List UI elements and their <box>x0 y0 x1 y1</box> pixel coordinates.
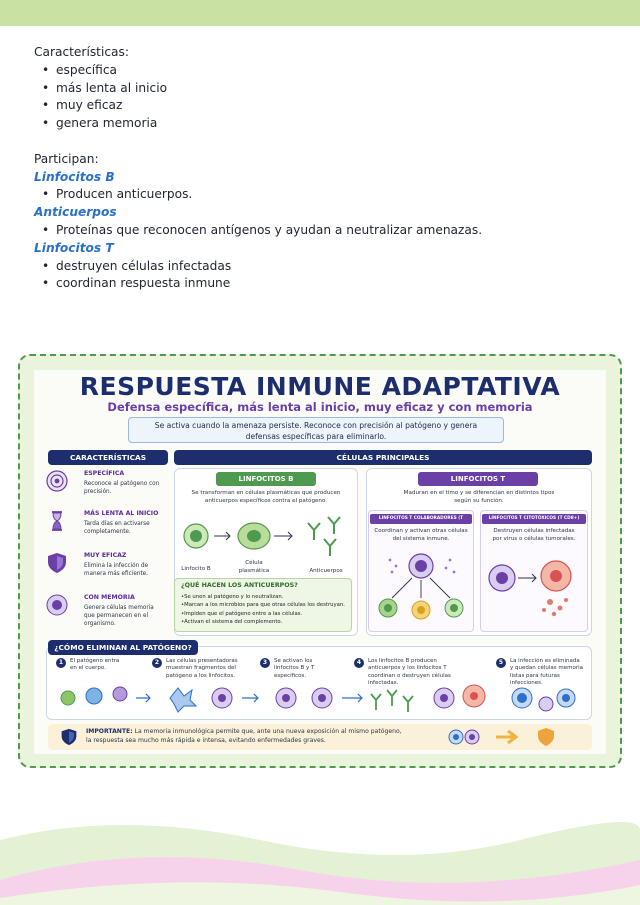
antibody-icon <box>307 516 341 556</box>
char-title: ESPECÍFICA <box>84 470 125 477</box>
characteristics-header: CARACTERÍSTICAS <box>48 450 168 465</box>
t-cytotoxic-tag: LINFOCITOS T CITOTÓXICOS (T CD8+) <box>482 514 586 524</box>
step-text: Los linfocitos B producen anticuerpos y … <box>368 658 451 687</box>
steps-illustration <box>60 684 576 713</box>
b-cells-tag: LINFOCITOS B <box>216 472 316 486</box>
char-title: MÁS LENTA AL INICIO <box>84 510 159 517</box>
top-decor-band <box>0 0 640 26</box>
t-cells-tag: LINFOCITOS T <box>418 472 538 486</box>
arrow-icon <box>242 693 259 703</box>
cell-fragments-icon <box>542 598 568 617</box>
infographic-poster: RESPUESTA INMUNE ADAPTATIVA Defensa espe… <box>34 370 606 754</box>
step-number: 5 <box>496 658 506 668</box>
arrow-icon <box>391 577 451 599</box>
intro-line: defensas específicas para eliminarlo. <box>245 432 387 441</box>
shield-icon <box>538 728 554 746</box>
antibodies-box: ¿QUÉ HACEN LOS ANTICUERPOS? Se unen al p… <box>174 578 352 632</box>
t-helper-desc: Coordinan y activan otras células del si… <box>374 528 468 542</box>
t-helper-tag: LINFOCITOS T COLABORADORES (T helper) <box>370 514 472 531</box>
char-title: CON MEMORIA <box>84 594 135 601</box>
antigen-presenting-cell-icon <box>169 687 233 713</box>
intro-line: Se activa cuando la amenaza persiste. Re… <box>154 421 478 430</box>
step-number: 2 <box>152 658 162 668</box>
char-desc: Tarda días en activarse completamente. <box>84 521 150 535</box>
important-label: IMPORTANTE: <box>86 728 133 735</box>
memory-cell-icon <box>46 594 68 616</box>
target-icon <box>46 470 68 492</box>
list-item: más lenta al inicio <box>40 80 614 98</box>
important-text: IMPORTANTE: La memoria inmunológica perm… <box>86 728 402 744</box>
arrow-icon <box>136 693 151 703</box>
poster-intro: Se activa cuando la amenaza persiste. Re… <box>128 417 504 443</box>
char-desc: Elimina la infección de manera más efici… <box>84 563 149 577</box>
antibodies-box-title: ¿QUÉ HACEN LOS ANTICUERPOS? <box>181 582 298 589</box>
list-item: Proteínas que reconocen antígenos y ayud… <box>40 222 614 240</box>
arrow-icon <box>342 693 363 703</box>
memory-cells-icon <box>511 687 576 712</box>
participants-label: Participan: <box>34 151 99 166</box>
list-item: genera memoria <box>40 115 614 133</box>
arrow-icon <box>518 573 537 583</box>
char-desc: Reconoce al patógeno con precisión. <box>84 481 160 495</box>
arrow-icon <box>274 531 293 541</box>
shield-icon <box>61 728 77 746</box>
step-number: 3 <box>260 658 270 668</box>
term-linfocitos-b: Linfocitos B <box>34 169 115 184</box>
list-item: Marcan a los microbios para que otras cé… <box>181 601 345 609</box>
list-item: Impiden que el patógeno entre a las célu… <box>181 610 345 618</box>
hourglass-icon <box>52 511 62 531</box>
step-number: 4 <box>354 658 364 668</box>
list-item: específica <box>40 62 614 80</box>
cells-header: CÉLULAS PRINCIPALES <box>174 450 592 465</box>
arrow-icon <box>496 729 519 745</box>
activated-lymphocyte-icon <box>275 687 333 709</box>
list-item: muy eficaz <box>40 97 614 115</box>
bottom-wave-decor <box>0 822 640 905</box>
step-text: La infección es eliminada y quedan célul… <box>510 658 584 687</box>
poster-title: RESPUESTA INMUNE ADAPTATIVA <box>79 372 561 401</box>
list-item: coordinan respuesta inmune <box>40 275 614 293</box>
label-b-cell: Linfocito B <box>181 566 211 572</box>
faster-response-illustration <box>448 728 554 746</box>
characteristics-list: específica más lenta al inicio muy efica… <box>40 62 614 133</box>
char-title: MUY EFICAZ <box>84 552 127 559</box>
antibody-icon <box>370 689 414 712</box>
term-anticuerpos: Anticuerpos <box>34 205 117 220</box>
pathogen-icon <box>60 686 128 706</box>
list-item: Activan el sistema del complemento. <box>181 618 345 626</box>
cytokine-dots-icon <box>388 558 456 574</box>
b-cells-desc: Se transforman en células plasmáticas qu… <box>191 490 341 504</box>
t-cytotoxic-desc: Destruyen células infectadas por virus o… <box>492 528 576 542</box>
term-linfocitos-t: Linfocitos T <box>34 240 114 255</box>
arrow-icon <box>214 531 231 541</box>
step-number: 1 <box>56 658 66 668</box>
t-cells-desc: Maduran en el timo y se diferencian en d… <box>403 490 555 504</box>
list-item: Producen anticuerpos. <box>40 186 614 204</box>
step-text: El patógeno entra en el cuerpo. <box>70 658 120 672</box>
notes-section: Características: específica más lenta al… <box>34 44 614 293</box>
list-item: destruyen células infectadas <box>40 258 614 276</box>
poster-subtitle: Defensa específica, más lenta al inicio,… <box>107 400 533 414</box>
characteristics-label: Características: <box>34 45 129 59</box>
t-cytotoxic-diagram <box>488 560 572 617</box>
label-plasma: plasmática <box>239 567 270 574</box>
b-cell-diagram: Linfocito B Célula plasmática Anticuerpo… <box>181 516 343 574</box>
step-text: Las células presentadoras muestran fragm… <box>166 658 238 679</box>
shield-icon <box>48 553 66 573</box>
step-text: Se activan los linfocitos B y T específi… <box>274 658 315 679</box>
steps-header: ¿CÓMO ELIMINAN AL PATÓGENO? <box>48 640 198 655</box>
label-plasma: Célula <box>245 559 262 566</box>
antibodies-list: Se unen al patógeno y lo neutralizan. Ma… <box>181 593 345 627</box>
char-desc: Genera células memoria que permanecen en… <box>84 605 154 627</box>
label-antibodies: Anticuerpos <box>309 568 342 574</box>
list-item: Se unen al patógeno y lo neutralizan. <box>181 593 345 601</box>
important-note: IMPORTANTE: La memoria inmunológica perm… <box>48 724 592 750</box>
t-helper-diagram <box>378 553 464 620</box>
